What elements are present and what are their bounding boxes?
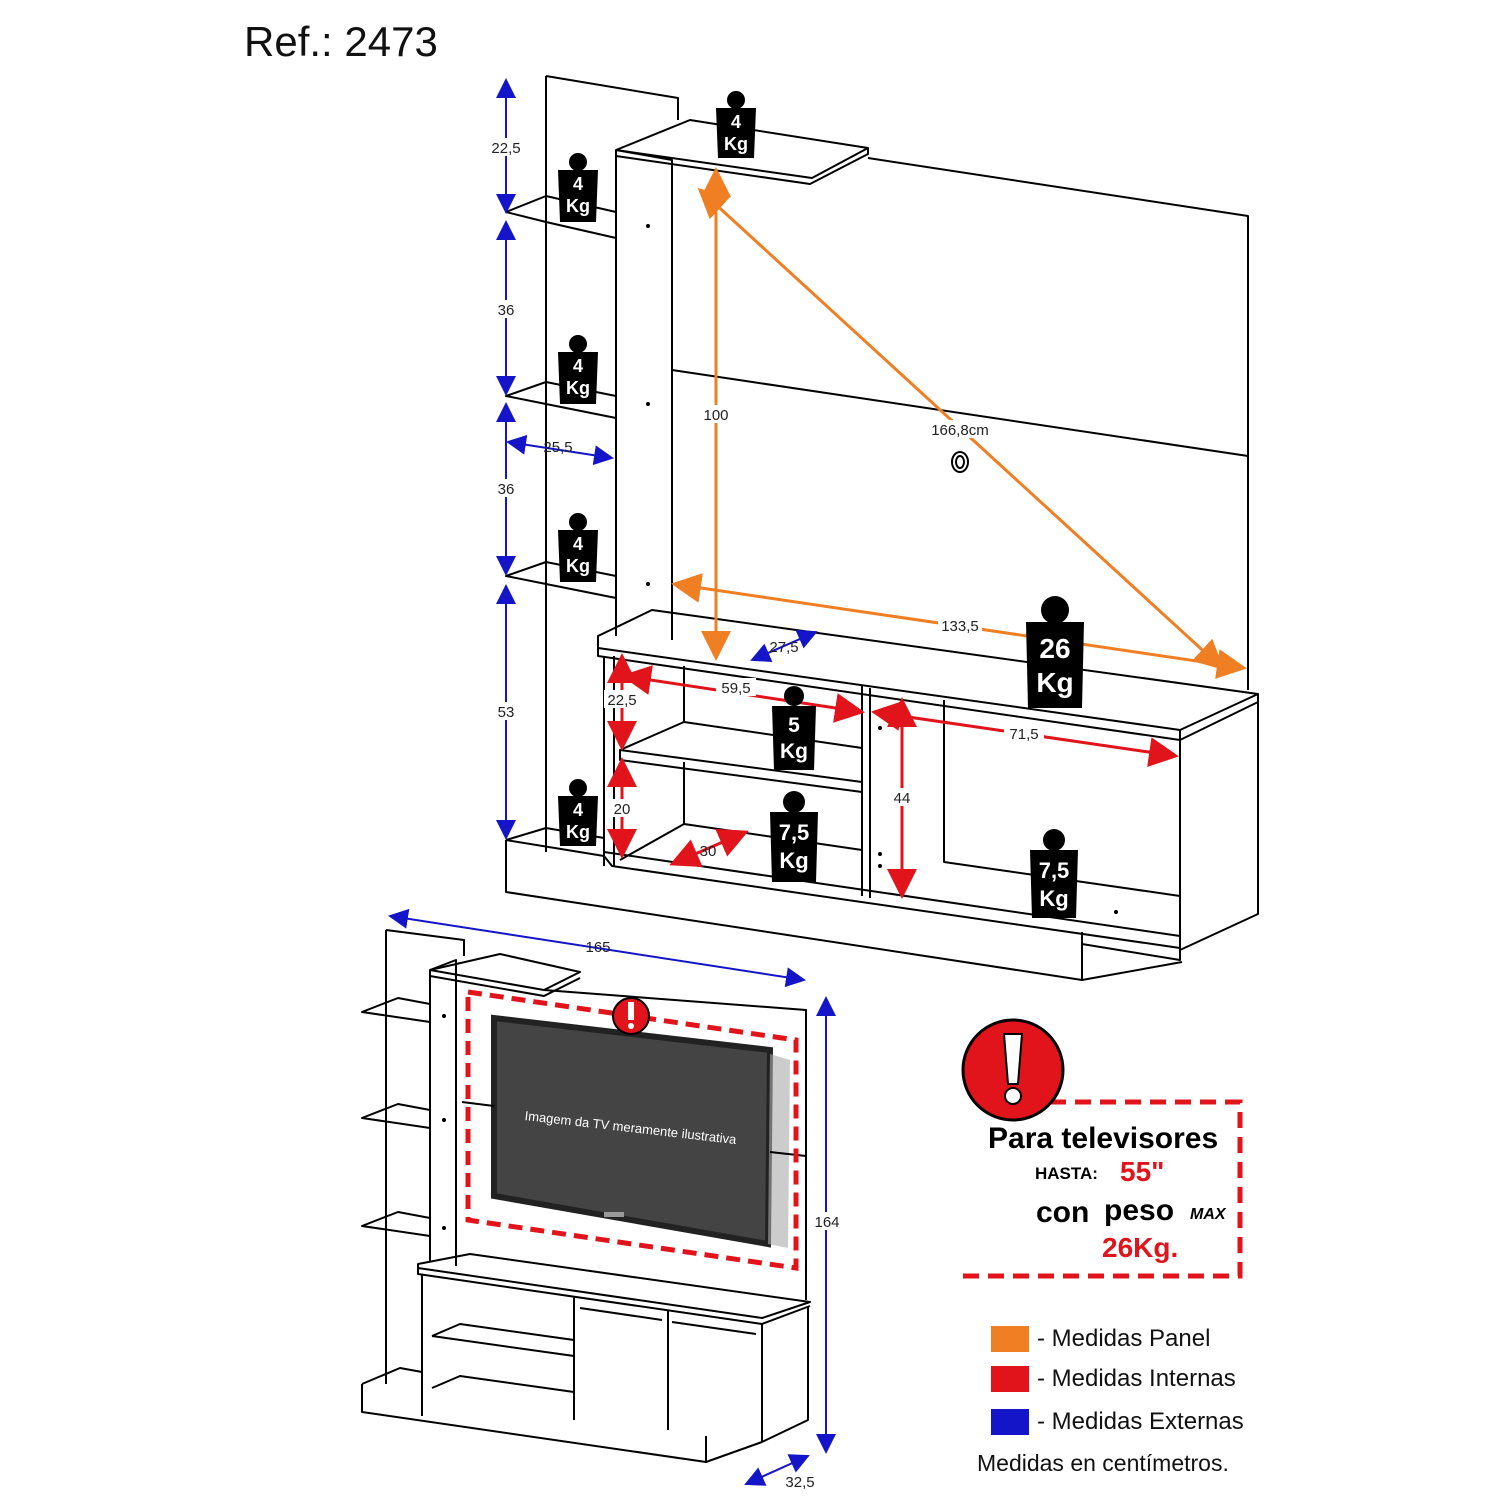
legend-item-panel: - Medidas Panel: [991, 1324, 1210, 1354]
dim-panel-diagonal: 166,8cm: [931, 422, 989, 439]
svg-text:Kg: Kg: [780, 740, 808, 763]
legend-label-panel: - Medidas Panel: [1037, 1325, 1211, 1352]
svg-text:26: 26: [1039, 633, 1070, 664]
legend-label-externas: - Medidas Externas: [1037, 1408, 1244, 1435]
main-furniture-drawing: [505, 75, 1259, 981]
weight-badge-side-bottom: 4 Kg: [558, 779, 598, 846]
dim-int-depth: 30: [700, 843, 717, 860]
warning-weight: 26Kg.: [1102, 1232, 1179, 1263]
svg-text:Kg: Kg: [566, 556, 590, 576]
weight-badge-rack-top: 26 Kg: [1026, 596, 1084, 708]
dim-int-width-left: 59,5: [721, 680, 750, 697]
warning-box: [960, 1099, 1243, 1279]
svg-text:4: 4: [573, 174, 583, 194]
legend-swatch-internas: [991, 1366, 1029, 1392]
svg-text:4: 4: [573, 534, 583, 554]
svg-text:Kg: Kg: [1039, 886, 1068, 911]
legend-swatch-externas: [991, 1409, 1029, 1435]
warning-icon-large: [961, 1018, 1065, 1122]
dim-total-depth: 32,5: [785, 1474, 814, 1491]
legend-item-externas: - Medidas Externas: [991, 1407, 1244, 1437]
dim-int-height-top: 22,5: [607, 692, 636, 709]
dim-panel-height: 100: [703, 407, 728, 424]
legend-swatch-panel: [991, 1326, 1029, 1352]
warning-peso: peso: [1104, 1194, 1175, 1227]
dim-ext-shelf-3: 36: [498, 481, 515, 498]
svg-text:Kg: Kg: [566, 196, 590, 216]
warning-max: MAX: [1190, 1206, 1226, 1223]
weight-badge-niche-bottom: 7,5 Kg: [770, 791, 818, 882]
weight-badge-side-3: 4 Kg: [558, 513, 598, 582]
dim-int-height-right: 44: [894, 790, 911, 807]
weight-badge-door-compartment: 7,5 Kg: [1030, 829, 1078, 918]
dim-ext-shelf-top: 22,5: [491, 140, 520, 157]
dim-int-width-right: 71,5: [1009, 726, 1038, 743]
svg-text:Kg: Kg: [779, 848, 808, 873]
dim-int-height-bottom: 20: [614, 801, 631, 818]
legend-item-internas: - Medidas Internas: [991, 1364, 1236, 1394]
weight-badge-side-1: 4 Kg: [558, 153, 598, 222]
svg-text:5: 5: [788, 714, 800, 737]
weight-badge-top-shelf: 4 Kg: [716, 91, 756, 158]
warning-icon-small: [612, 997, 650, 1035]
svg-text:Kg: Kg: [1036, 667, 1073, 698]
svg-text:7,5: 7,5: [1039, 858, 1070, 883]
svg-text:4: 4: [573, 356, 583, 376]
svg-text:4: 4: [573, 800, 583, 820]
svg-text:Kg: Kg: [724, 134, 748, 154]
warning-hasta: HASTA:: [1035, 1164, 1098, 1183]
warning-con: con: [1036, 1196, 1090, 1229]
warning-line1: Para televisores: [988, 1122, 1219, 1155]
legend-label-internas: - Medidas Internas: [1037, 1365, 1236, 1392]
dim-shelf-depth: 25,5: [543, 439, 572, 456]
reference-title: Ref.: 2473: [244, 18, 438, 65]
dim-ext-shelf-2: 36: [498, 302, 515, 319]
svg-text:7,5: 7,5: [779, 820, 810, 845]
dim-rack-depth: 27,5: [769, 639, 798, 656]
dim-total-height: 164: [814, 1214, 839, 1231]
dim-total-width: 165: [585, 939, 610, 956]
dim-ext-bottom: 53: [498, 704, 515, 721]
tv-illustration: Imagem da TV meramente ilustrativa: [461, 1014, 807, 1248]
front-view-drawing: [361, 929, 811, 1463]
dim-panel-width: 133,5: [941, 618, 979, 635]
svg-text:Kg: Kg: [566, 378, 590, 398]
svg-text:4: 4: [731, 112, 741, 132]
warning-size: 55": [1120, 1156, 1165, 1187]
units-footnote: Medidas en centímetros.: [977, 1450, 1229, 1476]
weight-badge-side-2: 4 Kg: [558, 335, 598, 404]
weight-badge-niche-top: 5 Kg: [772, 686, 816, 770]
tv-max-zone: [465, 989, 799, 1271]
svg-text:Kg: Kg: [566, 822, 590, 842]
